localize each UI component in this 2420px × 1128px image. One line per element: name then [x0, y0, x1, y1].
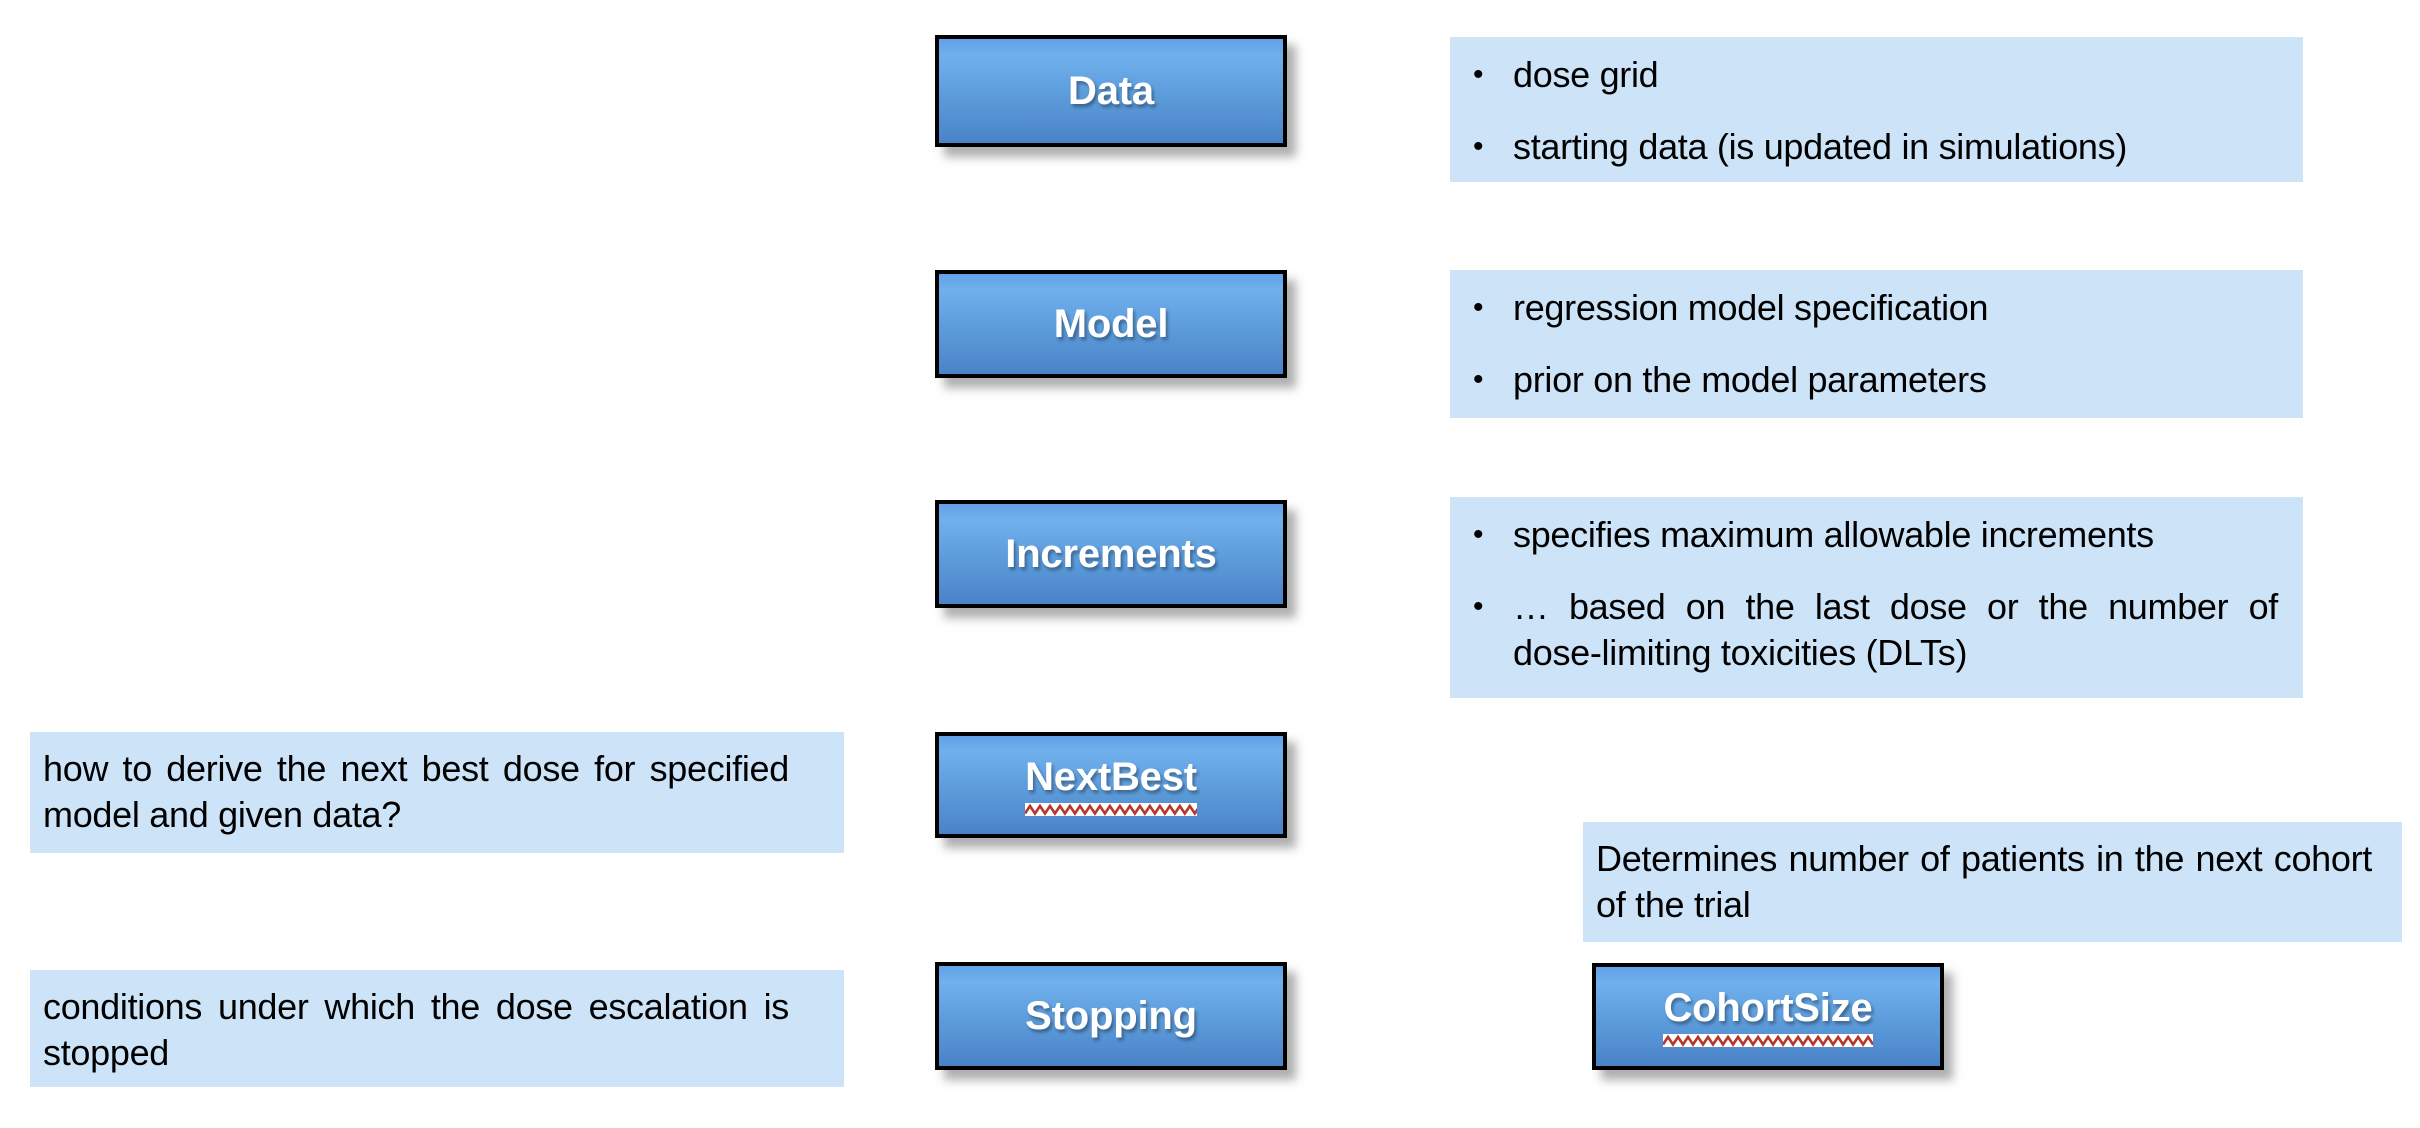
stopping-notes-box: conditions under which the dose escalati…	[30, 970, 844, 1087]
increments-class-button[interactable]: Increments	[935, 500, 1287, 608]
note-text: regression model specification	[1513, 287, 1989, 328]
increments-notes-box: • specifies maximum allowable increments…	[1450, 497, 2303, 698]
list-item: • prior on the model parameters	[1450, 357, 2303, 403]
data-class-button[interactable]: Data	[935, 35, 1287, 147]
list-item: • dose grid	[1450, 52, 2303, 98]
note-text: how to derive the next best dose for spe…	[43, 748, 789, 835]
spellcheck-squiggle-icon	[1025, 802, 1197, 816]
list-item: • … based on the last dose or the number…	[1450, 584, 2303, 676]
stopping-class-label: Stopping	[1025, 993, 1197, 1038]
list-item: • starting data (is updated in simulatio…	[1450, 124, 2303, 170]
note-text: Determines number of patients in the nex…	[1596, 838, 2372, 925]
model-notes-box: • regression model specification • prior…	[1450, 270, 2303, 418]
stopping-class-button[interactable]: Stopping	[935, 962, 1287, 1070]
list-item: • regression model specification	[1450, 285, 2303, 331]
list-item: • specifies maximum allowable increments	[1450, 512, 2303, 558]
note-text: starting data (is updated in simulations…	[1513, 126, 2128, 167]
data-notes-box: • dose grid • starting data (is updated …	[1450, 37, 2303, 182]
nextbest-notes-box: how to derive the next best dose for spe…	[30, 732, 844, 853]
bullet-icon: •	[1473, 363, 1484, 396]
spellcheck-squiggle-icon	[1663, 1034, 1873, 1047]
note-text: … based on the last dose or the number o…	[1513, 586, 2278, 673]
bullet-icon: •	[1473, 590, 1484, 623]
model-class-label: Model	[1053, 301, 1169, 346]
note-text: prior on the model parameters	[1513, 359, 1987, 400]
note-text: specifies maximum allowable increments	[1513, 514, 2154, 555]
bullet-icon: •	[1473, 291, 1484, 324]
model-class-button[interactable]: Model	[935, 270, 1287, 378]
cohortsize-class-label: CohortSize	[1663, 986, 1873, 1030]
bullet-icon: •	[1473, 518, 1484, 551]
cohortsize-notes-box: Determines number of patients in the nex…	[1583, 822, 2402, 942]
data-class-label: Data	[1068, 68, 1154, 113]
cohortsize-class-button[interactable]: CohortSize	[1592, 963, 1944, 1070]
increments-class-label: Increments	[1005, 531, 1217, 576]
nextbest-class-label: NextBest	[1025, 754, 1197, 799]
bullet-icon: •	[1473, 130, 1484, 163]
note-text: conditions under which the dose escalati…	[43, 986, 789, 1073]
bullet-icon: •	[1473, 58, 1484, 91]
nextbest-class-button[interactable]: NextBest	[935, 732, 1287, 838]
note-text: dose grid	[1513, 54, 1659, 95]
